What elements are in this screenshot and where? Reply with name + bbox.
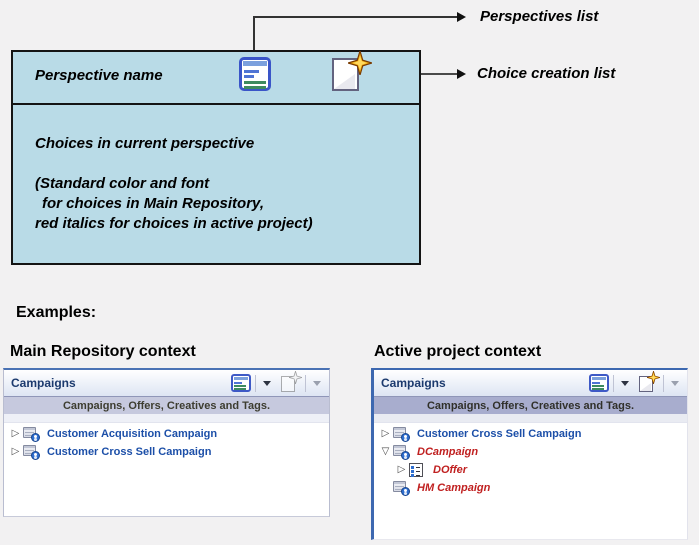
note-line: for choices in Main Repository, [42, 195, 264, 212]
perspectives-dropdown-caret[interactable] [621, 380, 629, 386]
subtitle-highlight-row [4, 414, 329, 423]
offer-icon [409, 463, 430, 477]
icon-detail [234, 385, 246, 387]
icon-detail [234, 382, 242, 384]
panel-subtitle: Campaigns, Offers, Creatives and Tags. [374, 397, 687, 414]
panel-header: Campaigns [374, 370, 687, 397]
choices-note: (Standard color and font for choices in … [35, 174, 405, 234]
note-line: (Standard color and font [35, 175, 210, 192]
panel-header: Campaigns [4, 370, 329, 397]
perspective-name-label: Perspective name [35, 67, 163, 84]
examples-heading: Examples: [16, 304, 97, 321]
callout-perspectives-list: Perspectives list [480, 8, 599, 25]
tree-item[interactable]: HM Campaign [374, 479, 687, 497]
panel-toolbar [589, 371, 682, 393]
campaign-icon [23, 444, 44, 460]
tree-item[interactable]: ▷ Customer Cross Sell Campaign [4, 443, 329, 461]
expand-toggle-icon[interactable]: ▷ [11, 428, 20, 439]
perspective-header: Perspective name [13, 51, 419, 105]
icon-detail [234, 388, 246, 390]
panel-title: Campaigns [381, 376, 446, 390]
choice-creation-dropdown-caret[interactable] [313, 380, 321, 386]
icon-detail [592, 385, 604, 387]
subtitle-highlight-row [374, 414, 687, 423]
campaign-icon [393, 426, 414, 442]
choice-creation-dropdown-caret[interactable] [671, 380, 679, 386]
perspectives-list-icon [239, 57, 271, 91]
tree-item-label: DOffer [433, 464, 468, 476]
main-repository-panel: Campaigns [3, 368, 330, 517]
choice-creation-button[interactable] [639, 371, 660, 393]
toolbar-separator [663, 374, 664, 392]
toolbar-separator [255, 374, 256, 392]
panel-toolbar [231, 371, 324, 393]
star-badge-icon [348, 51, 372, 75]
campaign-icon [23, 426, 44, 442]
campaign-icon [393, 480, 414, 496]
expand-toggle-icon[interactable]: ▷ [11, 446, 20, 457]
tree-item[interactable]: ▷ Customer Cross Sell Campaign [374, 425, 687, 443]
icon-detail [592, 388, 604, 390]
perspectives-list-button[interactable] [231, 374, 251, 392]
page-glyph [332, 58, 359, 91]
callout-choice-creation-list: Choice creation list [477, 65, 616, 82]
expand-toggle-icon[interactable]: ▷ [397, 464, 406, 475]
tree-item-label: HM Campaign [417, 482, 491, 494]
page-glyph [281, 376, 295, 392]
note-line: red italics for choices in active projec… [35, 215, 313, 232]
choice-creation-button [281, 371, 302, 393]
icon-detail [244, 81, 266, 84]
tree-item[interactable]: ▷ Customer Acquisition Campaign [4, 425, 329, 443]
active-project-panel: Campaigns [371, 368, 688, 540]
choices-tree: ▷ Customer Cross Sell Campaign ▽ DCampaign ▷… [374, 423, 687, 497]
icon-detail [244, 75, 254, 78]
arrowhead-choice-creation [457, 69, 466, 79]
choice-creation-icon [332, 51, 372, 93]
toolbar-separator [613, 374, 614, 392]
expand-toggle-icon[interactable]: ▷ [381, 428, 390, 439]
tree-item[interactable]: ▽ DCampaign [374, 443, 687, 461]
toolbar-separator [305, 374, 306, 392]
icon-detail [592, 377, 606, 380]
tree-item-label: Customer Cross Sell Campaign [47, 446, 212, 458]
tree-item-label: Customer Acquisition Campaign [47, 428, 218, 440]
callout-line-vertical [253, 17, 255, 58]
panel-title: Campaigns [11, 376, 76, 390]
panel-subtitle: Campaigns, Offers, Creatives and Tags. [4, 397, 329, 414]
perspective-body: Choices in current perspective (Standard… [13, 105, 419, 234]
icon-detail [244, 70, 259, 73]
icon-detail [592, 382, 600, 384]
perspectives-dropdown-caret[interactable] [263, 380, 271, 386]
star-badge-icon [647, 371, 660, 384]
icon-detail [243, 61, 267, 66]
active-project-context-title: Active project context [374, 343, 542, 360]
choices-tree: ▷ Customer Acquisition Campaign ▷ Customer … [4, 423, 329, 461]
star-badge-icon [289, 371, 302, 384]
icon-detail [234, 377, 248, 380]
tree-item-label: Customer Cross Sell Campaign [417, 428, 582, 440]
icon-detail [244, 86, 266, 89]
campaign-icon [393, 444, 414, 460]
tree-item-label: DCampaign [417, 446, 479, 458]
page-glyph [639, 376, 653, 392]
arrowhead-perspectives [457, 12, 466, 22]
choices-caption: Choices in current perspective [35, 135, 255, 152]
tree-item[interactable]: ▷ DOffer [374, 461, 687, 479]
perspective-panel-diagram: Perspective name Choices in current pers… [11, 50, 421, 265]
main-repository-context-title: Main Repository context [10, 343, 196, 360]
perspectives-list-button[interactable] [589, 374, 609, 392]
collapse-toggle-icon[interactable]: ▽ [381, 446, 390, 457]
callout-line-perspectives [253, 16, 458, 18]
